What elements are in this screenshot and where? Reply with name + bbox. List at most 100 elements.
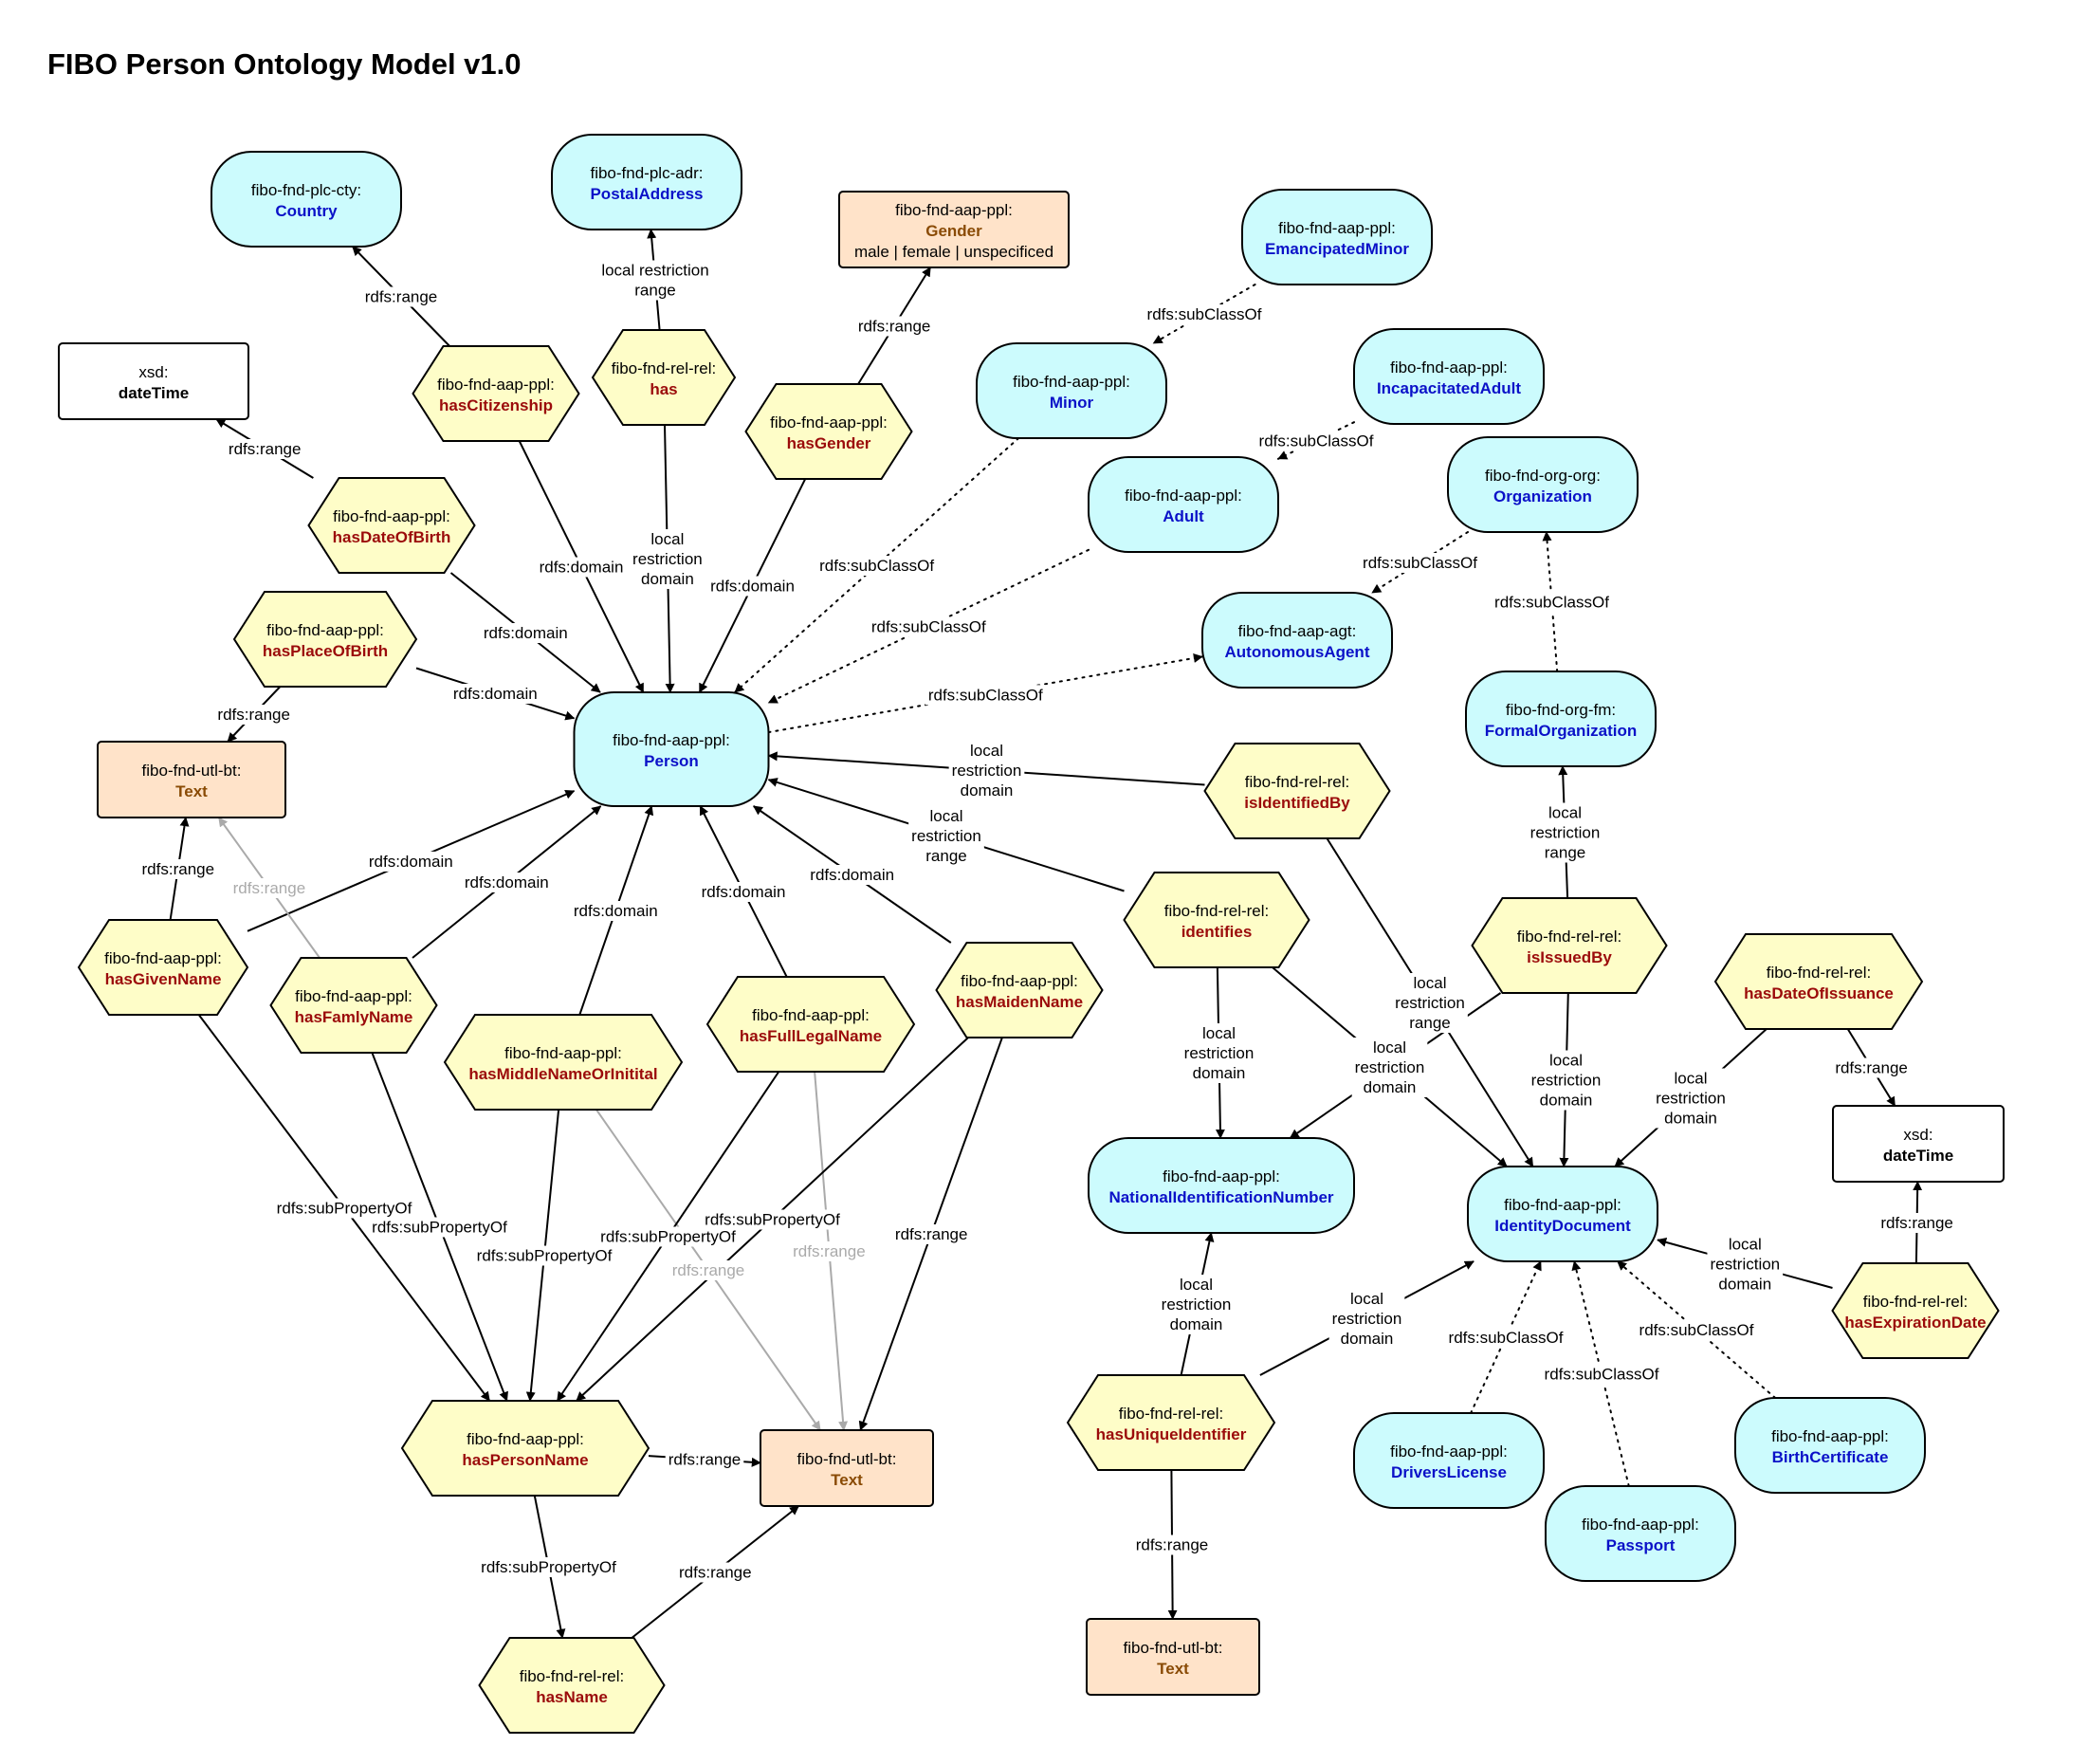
node-prefix: fibo-fnd-aap-ppl: <box>1582 1516 1699 1534</box>
edge-label: rdfs:subPropertyOf <box>477 1247 613 1265</box>
node-name: dateTime <box>1883 1147 1953 1165</box>
node-hasexpirationdate[interactable]: fibo-fnd-rel-rel:hasExpirationDate <box>1831 1262 2000 1359</box>
property-node-shape <box>307 477 476 574</box>
property-node-shape <box>400 1400 650 1497</box>
node-isissuedby[interactable]: fibo-fnd-rel-rel:isIssuedBy <box>1471 897 1668 994</box>
class-node-shape <box>1353 328 1545 425</box>
edge-label: rdfs:range <box>142 860 215 878</box>
node-prefix: fibo-fnd-aap-ppl: <box>770 413 888 432</box>
property-node-shape <box>744 383 913 480</box>
node-name: PostalAddress <box>590 185 703 203</box>
node-formalorganization[interactable]: fibo-fnd-org-fm: FormalOrganization <box>1465 671 1657 767</box>
property-node-shape <box>1471 897 1668 994</box>
node-prefix: fibo-fnd-aap-ppl: <box>437 376 555 394</box>
node-name: Text <box>831 1471 863 1489</box>
node-birthcertificate[interactable]: fibo-fnd-aap-ppl:BirthCertificate <box>1734 1397 1926 1494</box>
class-node-shape <box>1465 671 1657 767</box>
node-name: Country <box>275 202 338 220</box>
node-hasfamlyname[interactable]: fibo-fnd-aap-ppl:hasFamlyName <box>269 957 438 1054</box>
node-organization[interactable]: fibo-fnd-org-org:Organization <box>1447 436 1639 533</box>
node-hasplaceofbirth[interactable]: fibo-fnd-aap-ppl:hasPlaceOfBirth <box>232 591 418 688</box>
edge-label: rdfs:range <box>217 706 290 724</box>
node-hasgivenname[interactable]: fibo-fnd-aap-ppl:hasGivenName <box>77 919 249 1016</box>
node-prefix: fibo-fnd-aap-ppl: <box>1390 358 1508 377</box>
edge-label: rdfs:subPropertyOf <box>705 1211 840 1229</box>
node-isidentifiedby[interactable]: fibo-fnd-rel-rel:isIdentifiedBy <box>1203 743 1391 839</box>
datatype-node-shape <box>1086 1618 1260 1696</box>
node-prefix: fibo-fnd-aap-ppl: <box>333 507 450 525</box>
property-node-shape <box>591 329 737 426</box>
class-node-shape <box>1734 1397 1926 1494</box>
node-haspersonname[interactable]: fibo-fnd-aap-ppl:hasPersonName <box>400 1400 650 1497</box>
edge-label: rdfs:domain <box>369 853 453 871</box>
node-hasmiddlenameorinitital[interactable]: fibo-fnd-aap-ppl:hasMiddleNameOrInitital <box>443 1014 684 1111</box>
node-name: Text <box>175 782 208 800</box>
node-prefix: fibo-fnd-org-fm: <box>1506 701 1616 719</box>
node-prefix: xsd: <box>138 363 168 381</box>
node-nationalidentificationnumber[interactable]: fibo-fnd-aap-ppl:NationalIdentificationN… <box>1088 1137 1355 1234</box>
node-text_3[interactable]: fibo-fnd-utl-bt:Text <box>1086 1618 1260 1696</box>
node-text_2[interactable]: fibo-fnd-utl-bt: Text <box>760 1429 934 1507</box>
node-hasfulllegalname[interactable]: fibo-fnd-aap-ppl:hasFullLegalName <box>705 976 916 1073</box>
node-prefix: fibo-fnd-rel-rel: <box>1164 902 1270 920</box>
node-identitydocument[interactable]: fibo-fnd-aap-ppl:IdentityDocument <box>1467 1166 1658 1262</box>
node-name: FormalOrganization <box>1485 722 1638 740</box>
node-hasdateofissuance[interactable]: fibo-fnd-rel-rel:hasDateOfIssuance <box>1713 933 1924 1030</box>
node-name: identifies <box>1181 923 1253 941</box>
node-name: hasGender <box>787 434 871 452</box>
datatype-node-shape <box>97 741 286 818</box>
node-name: Minor <box>1050 394 1094 412</box>
node-driverslicense[interactable]: fibo-fnd-aap-ppl:DriversLicense <box>1353 1412 1545 1509</box>
node-prefix: fibo-fnd-plc-cty: <box>251 181 361 199</box>
diagram-title: FIBO Person Ontology Model v1.0 <box>47 47 522 81</box>
node-prefix: fibo-fnd-aap-ppl: <box>504 1044 622 1062</box>
node-xsd_datetime_1[interactable]: xsd:dateTime <box>58 342 249 420</box>
node-hasgender[interactable]: fibo-fnd-aap-ppl: hasGender <box>744 383 913 480</box>
node-identifies[interactable]: fibo-fnd-rel-rel: identifies <box>1123 872 1310 968</box>
node-name: hasPersonName <box>462 1451 588 1469</box>
node-person[interactable]: fibo-fnd-aap-ppl:Person <box>573 691 770 807</box>
node-prefix: fibo-fnd-aap-ppl: <box>1278 219 1396 237</box>
node-minor[interactable]: fibo-fnd-aap-ppl: Minor <box>976 342 1167 439</box>
node-autonomousagent[interactable]: fibo-fnd-aap-agt:AutonomousAgent <box>1201 592 1393 689</box>
node-hascitizenship[interactable]: fibo-fnd-aap-ppl:hasCitizenship <box>412 345 580 442</box>
node-adult[interactable]: fibo-fnd-aap-ppl:Adult <box>1088 456 1279 553</box>
node-has[interactable]: fibo-fnd-rel-rel:has <box>591 329 737 426</box>
node-passport[interactable]: fibo-fnd-aap-ppl:Passport <box>1545 1485 1736 1582</box>
node-name: DriversLicense <box>1391 1463 1507 1481</box>
edge-label: rdfs:range <box>858 318 931 336</box>
edge-label: rdfs:subClassOf <box>1494 594 1609 612</box>
edge-label: rdfs:subPropertyOf <box>277 1200 412 1218</box>
node-hasname[interactable]: fibo-fnd-rel-rel:hasName <box>478 1637 666 1734</box>
edge-label: rdfs:domain <box>574 902 658 920</box>
node-prefix: fibo-fnd-aap-ppl: <box>104 949 222 967</box>
node-hasmaidenname[interactable]: fibo-fnd-aap-ppl:hasMaidenName <box>935 942 1104 1038</box>
edge-label: rdfs:subPropertyOf <box>600 1228 736 1246</box>
node-name: Organization <box>1493 487 1592 505</box>
property-node-shape <box>1713 933 1924 1030</box>
edge-adult-to-person <box>767 548 1090 704</box>
node-prefix: fibo-fnd-aap-ppl: <box>266 621 384 639</box>
node-hasuniqueidentifier[interactable]: fibo-fnd-rel-rel:hasUniqueIdentifier <box>1066 1374 1276 1471</box>
node-prefix: fibo-fnd-utl-bt: <box>797 1450 897 1468</box>
node-prefix: fibo-fnd-aap-ppl: <box>1163 1167 1280 1185</box>
node-incapacitatedadult[interactable]: fibo-fnd-aap-ppl:IncapacitatedAdult <box>1353 328 1545 425</box>
node-hasdateofbirth[interactable]: fibo-fnd-aap-ppl:hasDateOfBirth <box>307 477 476 574</box>
node-postaladdress[interactable]: fibo-fnd-plc-adr:PostalAddress <box>551 134 742 230</box>
node-prefix: fibo-fnd-aap-ppl: <box>1013 373 1130 391</box>
node-name: hasName <box>536 1688 608 1706</box>
node-country[interactable]: fibo-fnd-plc-cty: Country <box>211 151 402 248</box>
node-xsd_datetime_2[interactable]: xsd:dateTime <box>1832 1105 2005 1183</box>
class-node-shape <box>211 151 402 248</box>
class-node-shape <box>1467 1166 1658 1262</box>
node-text_1[interactable]: fibo-fnd-utl-bt:Text <box>97 741 286 818</box>
property-node-shape <box>77 919 249 1016</box>
class-node-shape <box>1447 436 1639 533</box>
xsd-node-shape <box>1832 1105 2005 1183</box>
node-emancipatedminor[interactable]: fibo-fnd-aap-ppl:EmancipatedMinor <box>1241 189 1433 285</box>
